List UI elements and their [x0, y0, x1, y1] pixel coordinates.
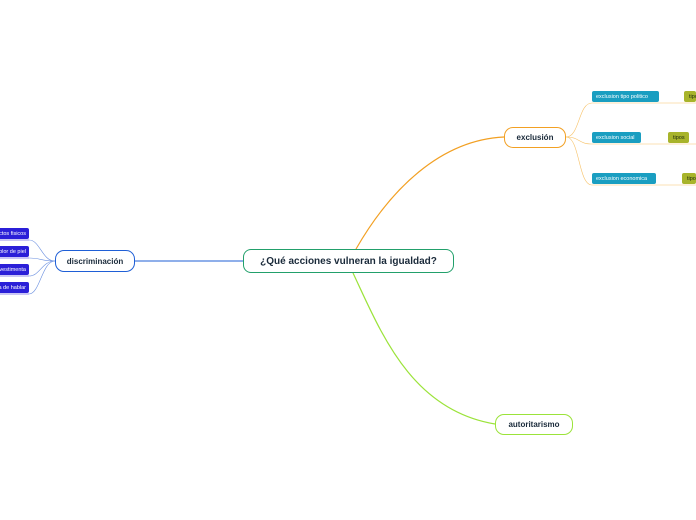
- edge-discrim-leaf-3: [28, 260, 56, 277]
- subtopic-color-de-piel[interactable]: color de piel: [0, 246, 29, 257]
- edge-excl-leaf-1: [565, 102, 593, 138]
- edge-excl-leaf-3: [565, 136, 593, 186]
- edge-discrim-leaf-1: [28, 239, 56, 262]
- subtopic-exclusion-politico[interactable]: exclusion tipo politico: [592, 91, 659, 102]
- subtopic-exclusion-economica[interactable]: exclusion economica: [592, 173, 656, 184]
- edge-discrim-leaf-2: [28, 257, 56, 262]
- central-topic[interactable]: ¿Qué acciones vulneran la igualdad?: [243, 249, 454, 273]
- topic-discriminacion[interactable]: discriminación: [55, 250, 135, 272]
- edge-excl-leaf-2: [565, 136, 593, 145]
- subtopic-tipos-politico[interactable]: tipos: [684, 91, 696, 102]
- edge-central-exclusion: [355, 136, 505, 250]
- topic-exclusion[interactable]: exclusión: [504, 127, 566, 148]
- subtopic-vestimenta[interactable]: vestimenta: [0, 264, 29, 275]
- topic-autoritarismo[interactable]: autoritarismo: [495, 414, 573, 435]
- edge-central-autoritarismo: [352, 272, 496, 425]
- subtopic-tipos-economica[interactable]: tipos: [682, 173, 696, 184]
- subtopic-exclusion-social[interactable]: exclusion social: [592, 132, 641, 143]
- subtopic-tipos-social[interactable]: tipos: [668, 132, 689, 143]
- subtopic-aspectos-fisicos[interactable]: aspectos fisicos: [0, 228, 29, 239]
- subtopic-forma-de-hablar[interactable]: forma de hablar: [0, 282, 29, 293]
- edge-discrim-leaf-4: [28, 260, 56, 295]
